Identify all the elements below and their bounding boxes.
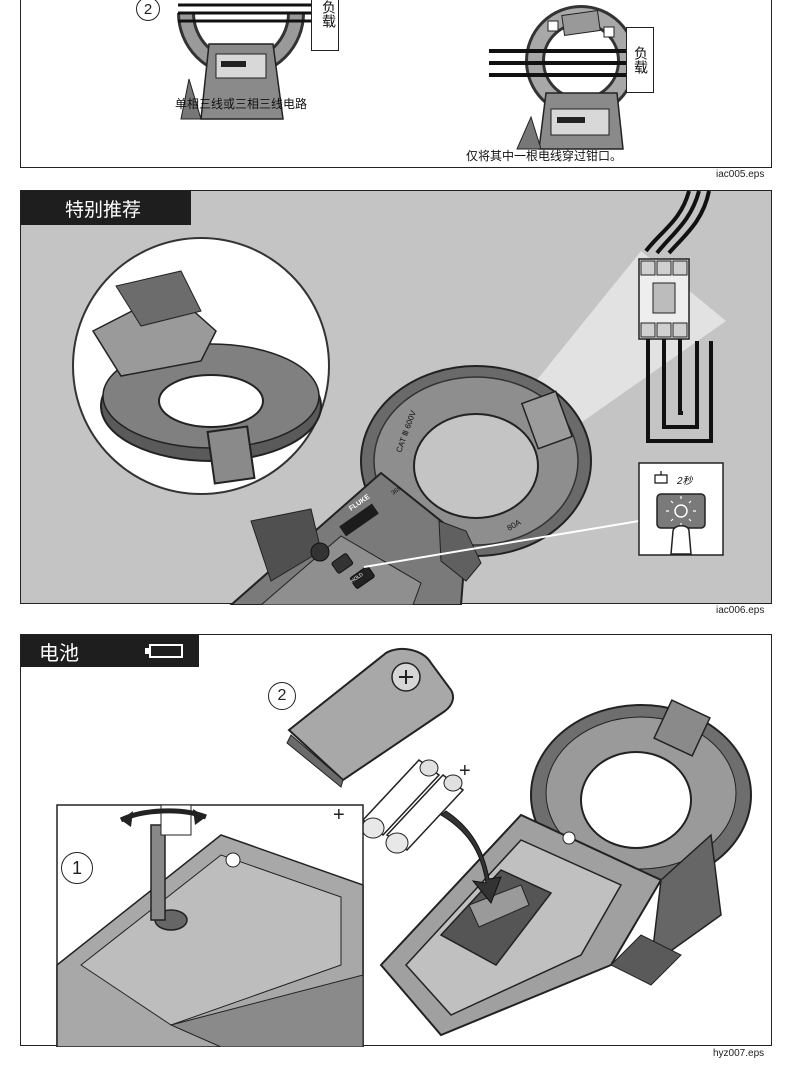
right-clamp-jaw bbox=[489, 5, 646, 150]
insert-arrow-icon bbox=[440, 810, 502, 904]
hold-button bbox=[349, 566, 375, 589]
step-2-badge: 2 bbox=[268, 682, 296, 710]
plus-sign-right: + bbox=[459, 760, 471, 782]
backlight-button-small bbox=[331, 553, 354, 574]
plus-sign-left: + bbox=[333, 804, 345, 826]
left-clamp-jaw bbox=[177, 3, 321, 120]
screwdriver-inset bbox=[56, 804, 364, 1047]
caption-single-phase: 单相三线或三相三线电路 bbox=[175, 97, 308, 111]
step-1-badge: 1 bbox=[61, 852, 93, 884]
aa-batteries bbox=[361, 758, 465, 854]
circuit-breaker bbox=[638, 191, 713, 443]
battery-cover bbox=[286, 647, 454, 788]
finger-press-icon bbox=[670, 525, 692, 555]
step-2-badge: 2 bbox=[136, 0, 160, 21]
backlight-icon bbox=[674, 504, 688, 518]
load-box-right: 负载 bbox=[626, 27, 654, 93]
battery-empty-icon bbox=[145, 644, 183, 658]
meter-open-back bbox=[379, 699, 752, 1037]
wiring-illustration bbox=[177, 3, 646, 150]
rotary-button bbox=[310, 542, 330, 562]
file-label-iac005: iac005.eps bbox=[716, 169, 765, 180]
panel-battery: + + 2 1 电池 bbox=[20, 634, 772, 1047]
caption-one-wire: 仅将其中一根电线穿过钳口。 bbox=[466, 149, 623, 163]
two-second-label: 2秒 bbox=[676, 475, 694, 487]
meter-body: FLUKE 369 HOLD bbox=[229, 471, 482, 605]
lamp-icon bbox=[654, 471, 668, 484]
jaw-zoom-circle bbox=[72, 237, 330, 495]
load-box-left: 负载 bbox=[311, 0, 339, 51]
model-label: 369 bbox=[391, 486, 403, 497]
battery-replacement-illustration: + + bbox=[56, 647, 752, 1047]
panel-special-recommendation: CAT Ⅲ 600V 80A FLUKE 369 HOLD bbox=[20, 190, 772, 605]
section-tab-special: 特别推荐 bbox=[21, 191, 191, 225]
file-label-hyz007: hyz007.eps bbox=[713, 1048, 765, 1059]
screwdriver bbox=[150, 824, 166, 921]
battery-title: 电池 bbox=[39, 641, 79, 665]
backlight-illustration: CAT Ⅲ 600V 80A FLUKE 369 HOLD bbox=[72, 191, 726, 605]
section-tab-battery: 电池 bbox=[21, 635, 199, 667]
panel-wiring-example: 2 负载 负载 单相三线或三相三线电路 仅将其中一根电线穿过钳口。 bbox=[20, 0, 772, 168]
button-zoom-box: 2秒 bbox=[638, 462, 724, 556]
file-label-iac006: iac006.eps bbox=[716, 605, 765, 616]
